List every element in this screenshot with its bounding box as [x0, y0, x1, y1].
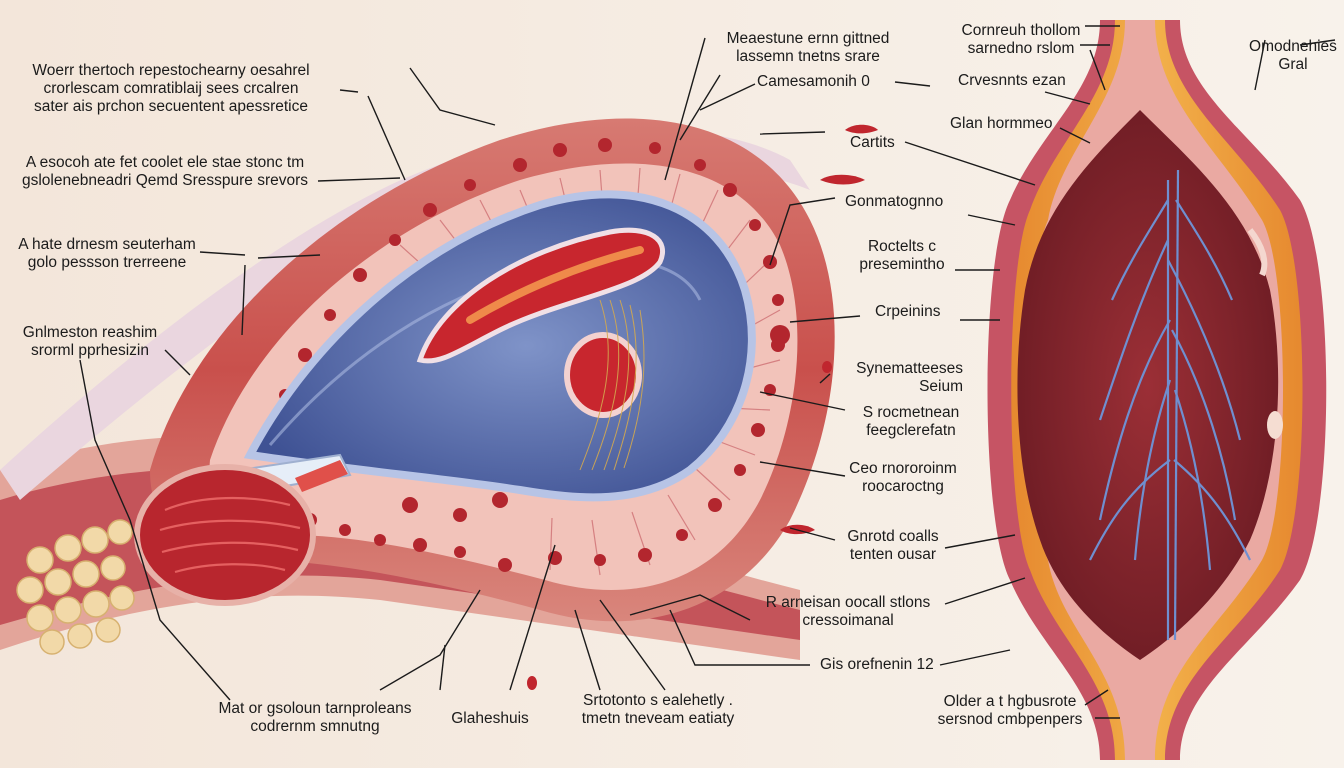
- orange-streak: [466, 246, 644, 324]
- red-oval: [564, 332, 642, 418]
- label-mat-or-gsoloun: Mat or gsoloun tarnproleans codrernm smn…: [205, 700, 425, 736]
- side-nodule: [1267, 411, 1283, 439]
- label-ceo-rnororoinm: Ceo rnororoinm roocaroctng: [846, 460, 960, 496]
- label-omodnehies: Omodnehies Gral: [1245, 38, 1341, 74]
- label-srtotonto: Srtotonto s ealehetly . tmetn tneveam ea…: [578, 692, 738, 728]
- label-older-a-thgbusrote: Older a t hgbusrote sersnod cmbpenpers: [932, 693, 1088, 729]
- label-line: Ceo rnororoinm: [849, 460, 957, 477]
- label-line: Gonmatognno: [845, 193, 944, 210]
- label-line: tmetn tneveam eatiaty: [581, 710, 735, 727]
- label-line: Woerr thertoch repestochearny oesahrel: [32, 62, 310, 79]
- label-gis-orefnenin: Gis orefnenin 12: [820, 656, 934, 674]
- label-line: R arneisan oocall stlons: [765, 594, 931, 611]
- label-line: srorml pprhesizin: [30, 342, 149, 359]
- label-r-arneisan: R arneisan oocall stlons cressoimanal: [760, 594, 936, 630]
- label-gnlmeston: Gnlmeston reashim srorml pprhesizin: [8, 324, 172, 360]
- label-line: golo pessson trerreene: [27, 254, 187, 271]
- label-line: Gral: [1278, 56, 1308, 73]
- label-roctelts: Roctelts c presemintho: [850, 238, 954, 274]
- label-crpeinins: Crpeinins: [875, 303, 940, 321]
- label-line: Cornreuh thollom: [961, 22, 1081, 39]
- label-camesamonih: Camesamonih 0: [757, 73, 870, 91]
- label-line: roocaroctng: [862, 478, 944, 495]
- label-cartits: Cartits: [850, 134, 895, 152]
- left-cross-section: [0, 118, 878, 690]
- label-gnrotd-coalls: Gnrotd coalls tenten ousar: [838, 528, 948, 564]
- side-fold: [1247, 228, 1268, 277]
- label-line: Crvesnnts ezan: [958, 72, 1066, 89]
- label-cornreuh-thollom: Cornreuh thollom sarnedno rslom: [955, 22, 1087, 58]
- label-line: Older a t hgbusrote: [943, 693, 1077, 710]
- label-line: cressoimanal: [802, 612, 894, 629]
- label-line: Gis orefnenin 12: [820, 656, 934, 673]
- label-line: Glan hormmeo: [950, 115, 1053, 132]
- label-line: lassemn tnetns srare: [736, 48, 880, 65]
- label-line: S rocmetnean: [862, 404, 960, 421]
- label-synematteeses: Synematteeses Seium: [845, 360, 963, 396]
- label-line: Mat or gsoloun tarnproleans: [218, 700, 412, 717]
- label-a-hate: A hate drnesm seuterham golo pessson tre…: [12, 236, 202, 272]
- label-s-rocmetnean: S rocmetnean feegclerefatn: [852, 404, 970, 440]
- fat-cells: [16, 519, 135, 655]
- label-crvesnnts-ezan: Crvesnnts ezan: [958, 72, 1066, 90]
- label-gonmatognno: Gonmatognno: [845, 193, 943, 211]
- label-line: Camesamonih 0: [757, 73, 870, 90]
- tube-tip: [295, 460, 348, 492]
- label-glaheshuis: Glaheshuis: [440, 710, 540, 728]
- label-line: Cartits: [850, 134, 895, 151]
- label-line: gslolenebneadri Qemd Sresspure srevors: [21, 172, 309, 189]
- label-line: Crpeinins: [875, 303, 941, 320]
- leader-lines: [79, 25, 1336, 719]
- label-line: Glaheshuis: [451, 710, 529, 727]
- label-line: Omodnehies: [1249, 38, 1337, 55]
- label-line: presemintho: [859, 256, 945, 273]
- muscle-folds: [159, 496, 301, 574]
- inner-cavity: [1017, 110, 1279, 660]
- label-line: tenten ousar: [849, 546, 937, 563]
- label-line: codrernm smnutng: [250, 718, 380, 735]
- right-cross-section: [987, 20, 1327, 760]
- label-line: Gnrotd coalls: [847, 528, 939, 545]
- label-glan-hormmeo: Glan hormmeo: [950, 115, 1053, 133]
- label-line: sarnedno rslom: [967, 40, 1075, 57]
- label-line: A hate drnesm seuterham: [18, 236, 196, 253]
- label-line: Gnlmeston reashim: [22, 324, 158, 341]
- fiber-bundle: [579, 299, 645, 471]
- label-meaestune: Meaestune ernn gittned lassemn tnetns sr…: [718, 30, 898, 66]
- label-line: Meaestune ernn gittned: [726, 30, 890, 47]
- label-line: A esocoh ate fet coolet ele stae stonc t…: [25, 154, 305, 171]
- label-line: Synematteeses: [856, 360, 963, 377]
- label-line: crorlescam comratiblaij sees crcalren: [43, 80, 299, 97]
- muscle-cross-section: [134, 464, 316, 606]
- label-line: Seium: [919, 378, 963, 395]
- label-line: Roctelts c: [867, 238, 937, 255]
- label-line: Srtotonto s ealehetly .: [583, 692, 733, 709]
- blue-vessels: [1089, 169, 1251, 641]
- label-line: sersnod cmbpenpers: [937, 711, 1083, 728]
- label-a-esocoh: A esocoh ate fet coolet ele stae stonc t…: [10, 154, 320, 190]
- label-line: sater ais prchon secuentent apessretice: [34, 98, 308, 115]
- label-woerr-thertoch: Woerr thertoch repestochearny oesahrel c…: [12, 62, 330, 116]
- label-line: feegclerefatn: [866, 422, 956, 439]
